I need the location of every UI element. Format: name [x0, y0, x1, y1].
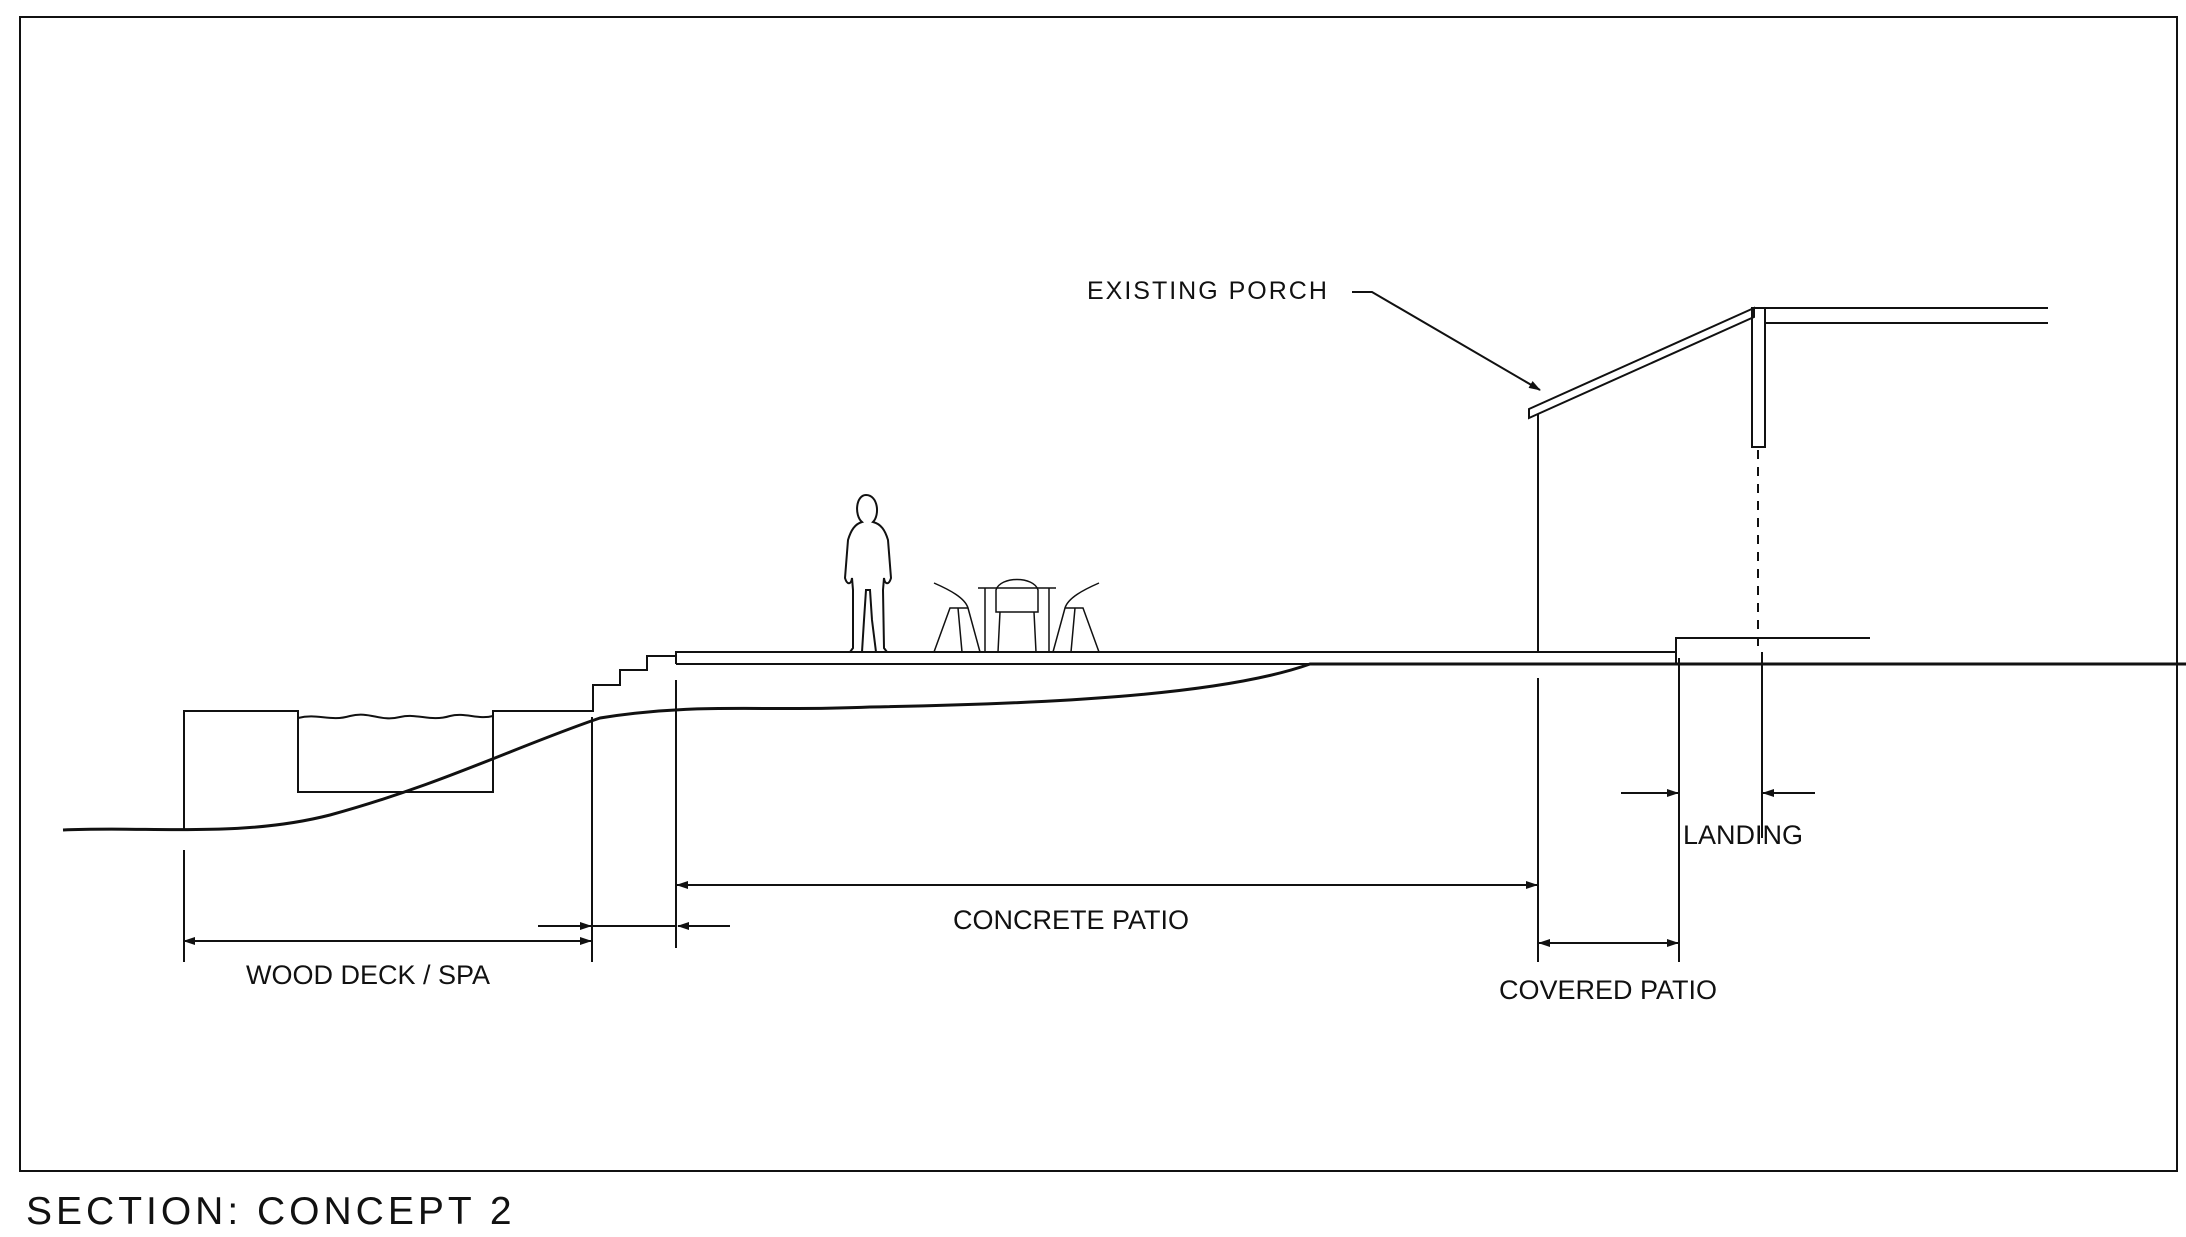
covered-patio-label: COVERED PATIO: [1499, 975, 1717, 1005]
table-and-chairs: [933, 578, 1100, 653]
concrete-patio-slab: [675, 637, 1870, 665]
spa-water: [297, 713, 494, 720]
existing-porch: [1528, 306, 2048, 652]
drawing-title: SECTION: CONCEPT 2: [26, 1190, 516, 1233]
wood-deck-spa-label: WOOD DECK / SPA: [246, 960, 490, 990]
ground-line: [62, 662, 2186, 832]
porch-callout-leader: [1352, 291, 1541, 391]
sheet-border: [19, 16, 2178, 1172]
patio-steps: [592, 652, 677, 700]
existing-porch-label: EXISTING PORCH: [1087, 277, 1329, 305]
wood-deck-spa-structure: [183, 700, 594, 830]
landing-label: LANDING: [1683, 820, 1803, 850]
dimension-lines: [183, 652, 1815, 962]
person-figure: [843, 493, 893, 653]
concrete-patio-label: CONCRETE PATIO: [953, 905, 1189, 935]
